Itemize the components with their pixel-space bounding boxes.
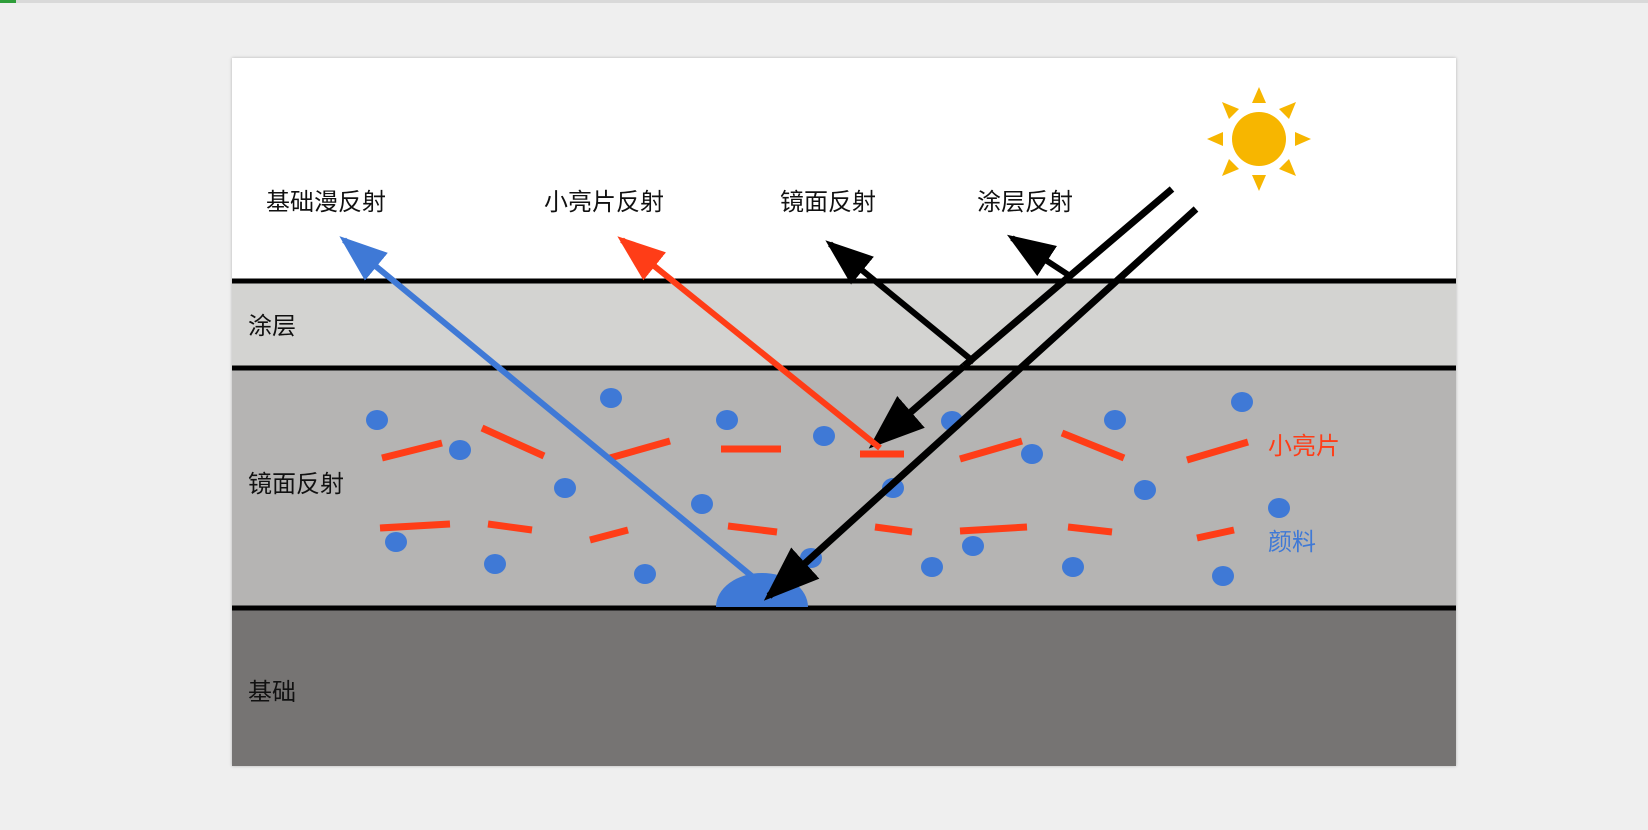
specular-reflection-arrow bbox=[825, 240, 976, 365]
flake-particles bbox=[379, 424, 1249, 544]
pigment-dot bbox=[921, 557, 943, 577]
layer-label-base: 基础 bbox=[248, 678, 296, 706]
pigment-dot bbox=[1212, 566, 1234, 586]
diffuse-reflection-arrow bbox=[339, 236, 756, 581]
flake bbox=[480, 424, 546, 460]
reflection-diagram: 基础漫反射 小亮片反射 镜面反射 涂层反射 涂层 镜面反射 基础 小亮片 颜料 bbox=[232, 87, 1456, 766]
label-diffuse-reflection: 基础漫反射 bbox=[266, 188, 386, 216]
pigment-dot bbox=[449, 440, 471, 460]
pigment-dot bbox=[484, 554, 506, 574]
pigment-dot bbox=[1021, 444, 1043, 464]
pigment-dot bbox=[691, 494, 713, 514]
specular-layer bbox=[232, 366, 1456, 606]
pigment-dot bbox=[1134, 480, 1156, 500]
slide: 基础漫反射 小亮片反射 镜面反射 涂层反射 涂层 镜面反射 基础 小亮片 颜料 bbox=[232, 58, 1456, 766]
flake-reflection-arrow bbox=[617, 236, 882, 451]
incoming-ray-to-flake bbox=[868, 363, 967, 449]
pigment-dot bbox=[1062, 557, 1084, 577]
pigment-dot bbox=[554, 478, 576, 498]
flake bbox=[609, 437, 671, 462]
flake bbox=[874, 523, 913, 536]
legend-pigment: 颜料 bbox=[1268, 528, 1316, 556]
pigment-dot bbox=[366, 410, 388, 430]
flake bbox=[487, 520, 533, 534]
top-progress-indicator bbox=[0, 0, 16, 3]
flake bbox=[1196, 526, 1235, 542]
flake bbox=[1186, 438, 1249, 464]
flake bbox=[1067, 523, 1113, 536]
sun-icon bbox=[1207, 87, 1311, 191]
flake bbox=[381, 439, 443, 462]
pigment-particles bbox=[366, 388, 1290, 586]
clearcoat-reflection-arrow bbox=[1006, 234, 1072, 279]
top-progress-track bbox=[0, 0, 1648, 3]
coating-layer bbox=[232, 280, 1456, 366]
label-specular-reflection: 镜面反射 bbox=[780, 188, 876, 216]
flake bbox=[727, 522, 778, 536]
pigment-dot bbox=[600, 388, 622, 408]
pigment-dot bbox=[813, 426, 835, 446]
pigment-dot bbox=[962, 536, 984, 556]
layer-label-coating: 涂层 bbox=[248, 312, 296, 340]
incoming-ray-to-base bbox=[763, 206, 1199, 601]
label-flake-reflection: 小亮片反射 bbox=[544, 188, 664, 216]
flake bbox=[589, 526, 629, 544]
pigment-dot bbox=[1231, 392, 1253, 412]
flake bbox=[959, 523, 1028, 535]
pigment-dot bbox=[1104, 410, 1126, 430]
flake bbox=[379, 520, 451, 532]
pigment-dot bbox=[1268, 498, 1290, 518]
pigment-dot bbox=[385, 532, 407, 552]
pigment-dot bbox=[716, 410, 738, 430]
layer-label-specular: 镜面反射 bbox=[248, 470, 344, 498]
flake bbox=[959, 437, 1023, 463]
pigment-dot bbox=[634, 564, 656, 584]
legend-flake: 小亮片 bbox=[1268, 432, 1340, 460]
base-layer bbox=[232, 606, 1456, 766]
flake bbox=[1060, 429, 1126, 462]
label-clearcoat-reflection: 涂层反射 bbox=[977, 188, 1073, 216]
